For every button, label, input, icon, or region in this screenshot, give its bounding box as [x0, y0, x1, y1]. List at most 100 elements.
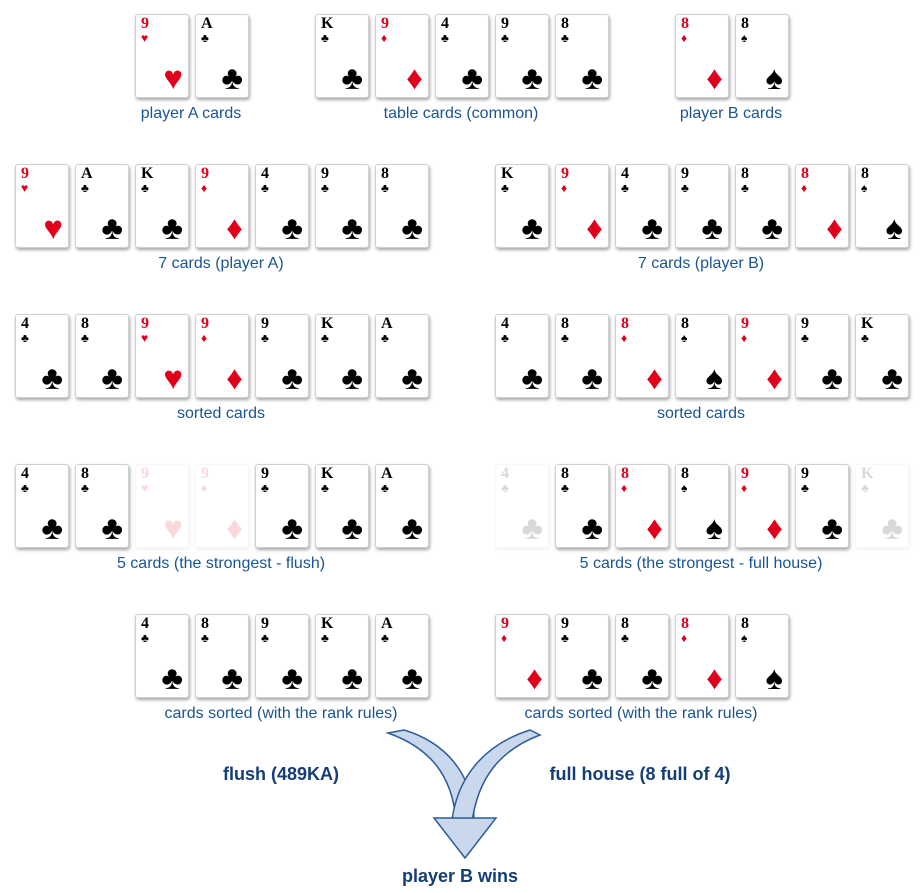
clubs-icon: ♣	[821, 509, 843, 546]
clubs-icon: ♣	[341, 659, 363, 696]
playing-card: 8♣♣	[195, 614, 249, 698]
diamonds-icon: ♦	[741, 481, 748, 495]
clubs-icon: ♣	[401, 659, 423, 696]
playing-card: 8♦♦	[615, 464, 669, 548]
card-rank: 9	[141, 465, 149, 482]
clubs-icon: ♣	[21, 481, 29, 495]
clubs-icon: ♣	[621, 181, 629, 195]
playing-card: 9♣♣	[795, 314, 849, 398]
clubs-icon: ♣	[81, 331, 89, 345]
diamonds-icon: ♦	[766, 509, 783, 546]
clubs-icon: ♣	[701, 209, 723, 246]
playing-card: 8♣♣	[75, 314, 129, 398]
diamonds-icon: ♦	[766, 359, 783, 396]
diamonds-icon: ♦	[226, 359, 243, 396]
diamonds-icon: ♦	[526, 659, 543, 696]
playing-card: 8♣♣	[735, 164, 789, 248]
playing-card: 9♥♥	[135, 464, 189, 548]
group-label: 5 cards (the strongest - flush)	[116, 555, 326, 572]
playing-card: 8♣♣	[615, 614, 669, 698]
group-label: sorted cards	[656, 405, 746, 422]
diamonds-icon: ♦	[561, 181, 568, 195]
playing-card: 4♣♣	[15, 464, 69, 548]
card-rank: A	[381, 615, 393, 632]
card-rank: 8	[621, 465, 629, 482]
playing-card: 9♣♣	[255, 314, 309, 398]
spades-icon: ♠	[681, 331, 688, 345]
playing-card: 9♣♣	[255, 464, 309, 548]
clubs-icon: ♣	[801, 481, 809, 495]
clubs-icon: ♣	[501, 481, 509, 495]
playing-card: 9♣♣	[675, 164, 729, 248]
card-rank: K	[501, 165, 514, 182]
playing-card: 8♦♦	[615, 314, 669, 398]
playing-card: 8♣♣	[555, 314, 609, 398]
diamonds-icon: ♦	[226, 209, 243, 246]
card-rank: 4	[501, 465, 509, 482]
card-rank: 8	[681, 465, 689, 482]
playing-card: 9♦♦	[495, 614, 549, 698]
diamonds-icon: ♦	[621, 481, 628, 495]
clubs-icon: ♣	[801, 331, 809, 345]
card-rank: 8	[561, 15, 569, 32]
diamonds-icon: ♦	[801, 181, 808, 195]
playing-card: 8♠♠	[675, 314, 729, 398]
clubs-icon: ♣	[101, 509, 123, 546]
group-label: 5 cards (the strongest - full house)	[579, 555, 823, 572]
spades-icon: ♠	[765, 659, 783, 696]
spades-icon: ♠	[705, 359, 723, 396]
card-rank: 4	[441, 15, 449, 32]
card-rank: 9	[201, 165, 209, 182]
clubs-icon: ♣	[761, 209, 783, 246]
card-rank: K	[861, 315, 874, 332]
clubs-icon: ♣	[401, 509, 423, 546]
playing-card: 8♠♠	[735, 14, 789, 98]
hearts-icon: ♥	[163, 59, 183, 96]
playing-card: K♣♣	[855, 464, 909, 548]
playing-card: 9♣♣	[795, 464, 849, 548]
playing-card: 4♣♣	[615, 164, 669, 248]
card-rank: 9	[801, 315, 809, 332]
clubs-icon: ♣	[501, 31, 509, 45]
playing-card: A♣♣	[195, 14, 249, 98]
playing-card: A♣♣	[375, 464, 429, 548]
clubs-icon: ♣	[321, 631, 329, 645]
card-rank: 8	[561, 315, 569, 332]
clubs-icon: ♣	[621, 631, 629, 645]
playing-card: 8♦♦	[795, 164, 849, 248]
card-rank: 9	[201, 465, 209, 482]
hearts-icon: ♥	[141, 331, 149, 345]
clubs-icon: ♣	[321, 331, 329, 345]
card-rank: 8	[681, 315, 689, 332]
card-rank: 9	[681, 165, 689, 182]
clubs-icon: ♣	[441, 31, 449, 45]
clubs-icon: ♣	[681, 181, 689, 195]
playing-card: 8♦♦	[675, 14, 729, 98]
clubs-icon: ♣	[881, 509, 903, 546]
card-rank: 9	[561, 615, 569, 632]
clubs-icon: ♣	[401, 359, 423, 396]
hearts-icon: ♥	[163, 359, 183, 396]
clubs-icon: ♣	[201, 31, 209, 45]
diamonds-icon: ♦	[201, 331, 208, 345]
clubs-icon: ♣	[341, 59, 363, 96]
card-rank: 9	[741, 465, 749, 482]
playing-card: 8♠♠	[855, 164, 909, 248]
playing-card: 9♥♥	[135, 14, 189, 98]
clubs-icon: ♣	[261, 331, 269, 345]
playing-card: 4♣♣	[255, 164, 309, 248]
playing-card: 8♠♠	[735, 614, 789, 698]
playing-card: K♣♣	[315, 464, 369, 548]
clubs-icon: ♣	[581, 659, 603, 696]
diamonds-icon: ♦	[586, 209, 603, 246]
card-rank: K	[321, 315, 334, 332]
clubs-icon: ♣	[641, 209, 663, 246]
clubs-icon: ♣	[381, 481, 389, 495]
card-rank: 8	[741, 615, 749, 632]
playing-card: 8♦♦	[675, 614, 729, 698]
card-rank: 8	[681, 15, 689, 32]
card-rank: 8	[801, 165, 809, 182]
playing-card: 9♣♣	[495, 14, 549, 98]
playing-card: 9♣♣	[315, 164, 369, 248]
